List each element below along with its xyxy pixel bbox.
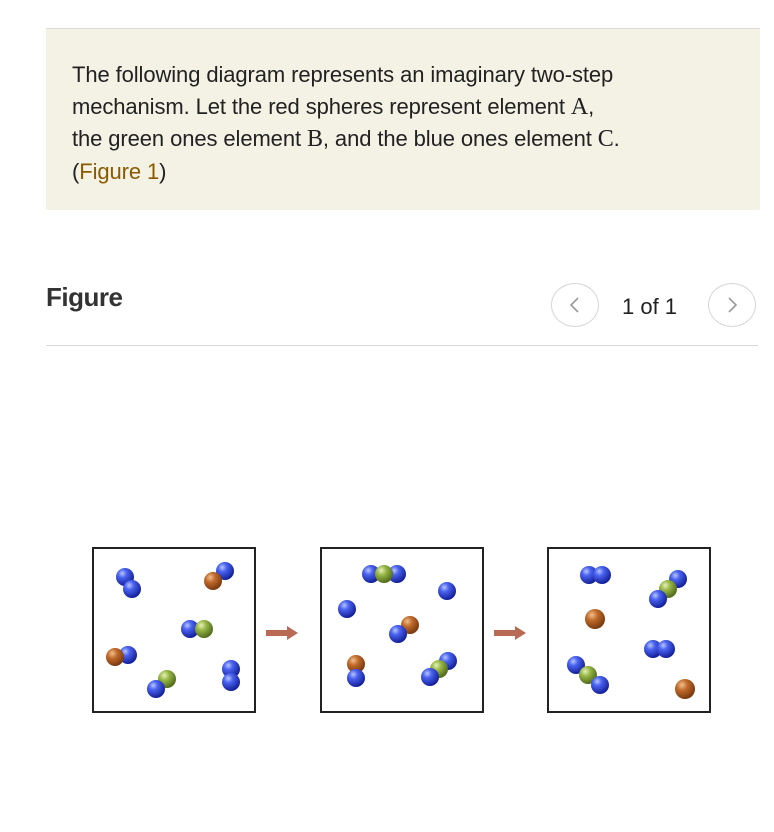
question-panel: The following diagram represents an imag… xyxy=(46,29,760,210)
figure-divider xyxy=(46,345,758,346)
figure-1-link[interactable]: Figure 1 xyxy=(79,158,160,184)
element-a-symbol: A xyxy=(570,93,589,120)
chevron-right-icon xyxy=(728,297,738,313)
element-c-symbol: C xyxy=(597,126,614,152)
box2-molecules xyxy=(338,565,457,687)
chevron-left-icon xyxy=(569,297,579,313)
previous-figure-button[interactable] xyxy=(551,283,599,327)
figure-heading: Figure xyxy=(46,282,123,312)
question-line-1: The following diagram represents an imag… xyxy=(72,62,614,87)
box3-molecules xyxy=(567,566,695,699)
figure-pager: 1 of 1 xyxy=(622,294,678,319)
figure-link-open-paren: ( xyxy=(72,158,80,184)
mechanism-diagram xyxy=(92,547,711,713)
next-figure-button[interactable] xyxy=(708,283,756,327)
reaction-arrow-2 xyxy=(494,626,526,640)
question-line-2-end: , xyxy=(588,93,595,119)
reaction-arrow-1 xyxy=(266,626,298,640)
question-text: The following diagram represents an imag… xyxy=(72,59,752,187)
question-line-3-text: the green ones element xyxy=(72,126,307,151)
question-line-3-mid: , and the blue ones element xyxy=(322,126,598,151)
question-line-2-text: mechanism. Let the red spheres represent… xyxy=(72,93,571,119)
question-line-3-end: . xyxy=(613,126,620,151)
figure-link-close-paren: ) xyxy=(159,158,167,184)
top-divider xyxy=(46,28,760,29)
box1-molecules xyxy=(106,562,240,698)
element-b-symbol: B xyxy=(306,126,323,152)
